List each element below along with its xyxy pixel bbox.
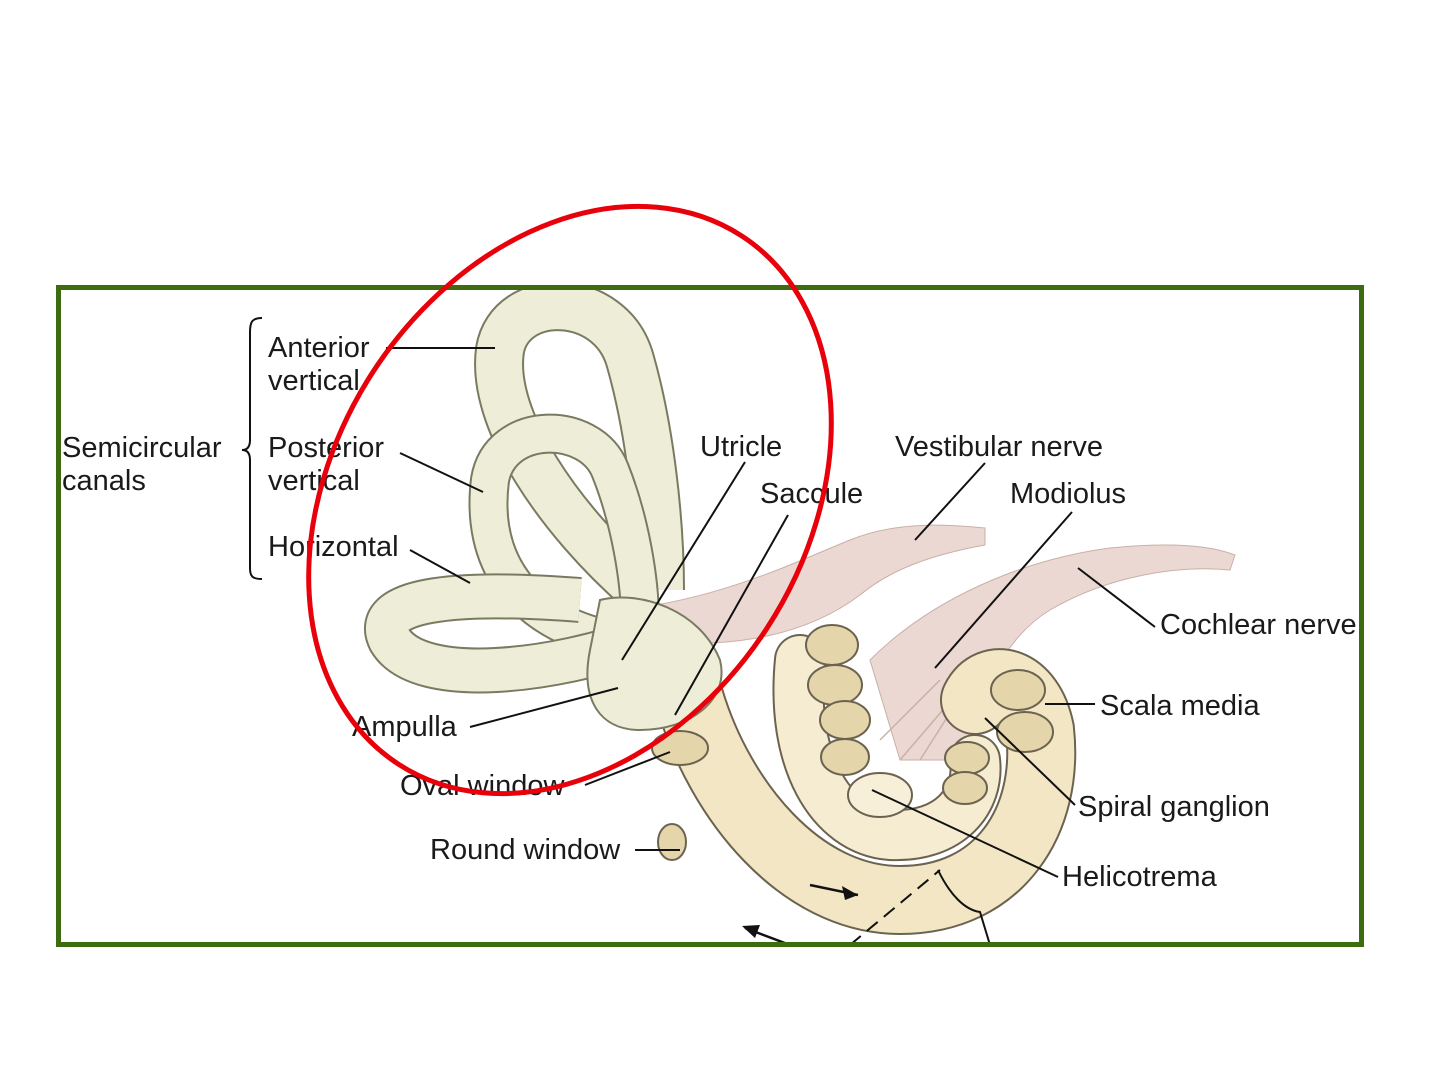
brace-icon: [241, 317, 263, 580]
label-utricle: Utricle: [700, 431, 782, 463]
illustration: [364, 289, 1236, 943]
label-anterior: Anterior: [268, 332, 370, 364]
label-round-window: Round window: [430, 834, 621, 866]
label-helicotrema: Helicotrema: [1062, 861, 1218, 893]
label-semicircular: Semicircular: [62, 432, 222, 464]
label-modiolus: Modiolus: [1010, 478, 1126, 510]
figure-frame: [56, 285, 1364, 947]
label-saccule: Saccule: [760, 478, 863, 510]
label-canals: canals: [62, 465, 146, 497]
label-posterior: Posterior: [268, 432, 384, 464]
label-cochlear-nerve: Cochlear nerve: [1160, 609, 1357, 641]
vestibular-nerve-shape: [619, 524, 986, 645]
label-oval-window: Oval window: [400, 770, 565, 802]
label-anterior-vertical: vertical: [268, 365, 360, 397]
label-vestibular-nerve: Vestibular nerve: [895, 431, 1103, 463]
label-posterior-vertical: vertical: [268, 465, 360, 497]
leader-lines: [386, 347, 1156, 878]
label-horizontal: Horizontal: [268, 531, 399, 563]
highlight-ellipse: [306, 203, 834, 797]
label-scala-media: Scala media: [1100, 690, 1260, 722]
semicircular-canals-shape: [364, 289, 723, 732]
label-spiral-ganglion: Spiral ganglion: [1078, 791, 1270, 823]
